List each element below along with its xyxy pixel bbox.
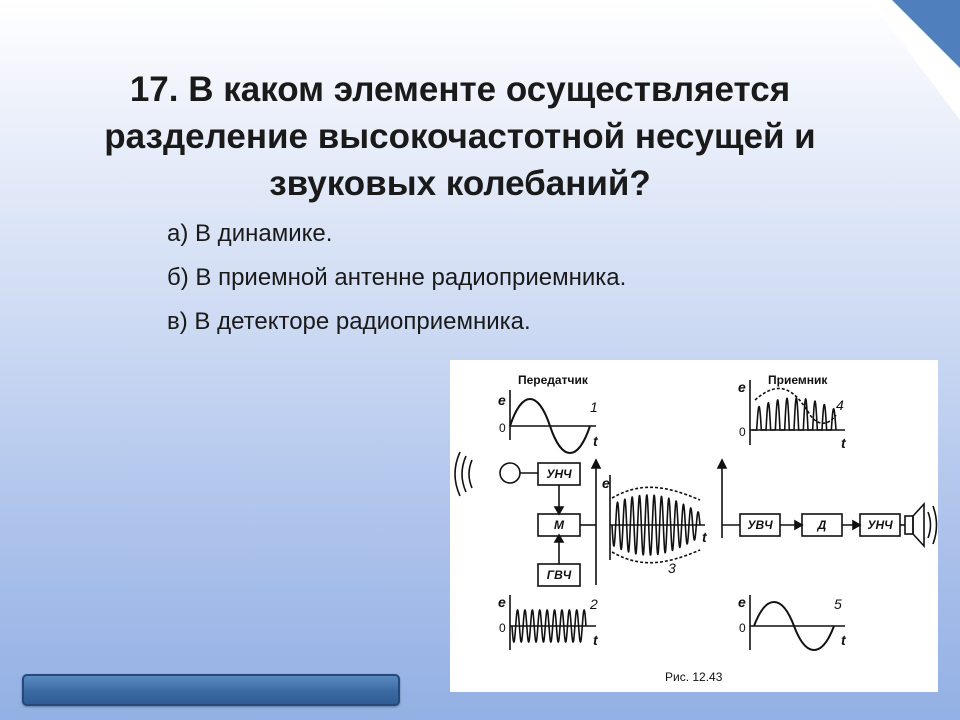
svg-text:0: 0 — [499, 421, 506, 435]
graph-4: e 0 t 4 — [738, 379, 847, 451]
graph-3: e t 3 — [602, 475, 708, 576]
svg-text:t: t — [841, 435, 847, 451]
svg-text:УНЧ: УНЧ — [867, 518, 893, 532]
graph-5: e 0 t 5 — [738, 594, 847, 651]
svg-text:0: 0 — [499, 621, 506, 635]
svg-text:e: e — [498, 594, 506, 610]
svg-text:0: 0 — [739, 425, 746, 439]
svg-text:1: 1 — [590, 399, 598, 415]
svg-text:УВЧ: УВЧ — [747, 518, 773, 532]
answer-c[interactable]: в) В детекторе радиоприемника. — [167, 308, 531, 335]
microphone-icon — [499, 462, 521, 484]
svg-text:Д: Д — [817, 518, 827, 532]
svg-text:t: t — [702, 529, 708, 545]
graph-2: e 0 t 2 — [498, 594, 599, 650]
speaker-sound-waves — [927, 505, 938, 545]
svg-text:4: 4 — [836, 397, 844, 413]
svg-text:e: e — [738, 379, 746, 395]
svg-text:t: t — [593, 632, 599, 648]
svg-text:e: e — [602, 475, 610, 491]
svg-text:5: 5 — [834, 596, 842, 612]
svg-text:УНЧ: УНЧ — [546, 467, 572, 481]
corner-triangle — [892, 0, 960, 68]
figure-caption: Рис. 12.43 — [665, 670, 723, 684]
svg-text:0: 0 — [739, 621, 746, 635]
svg-text:e: e — [498, 392, 506, 408]
transmitter-label: Передатчик — [518, 373, 589, 387]
svg-text:t: t — [593, 433, 599, 449]
svg-text:М: М — [554, 518, 565, 532]
corner-decoration — [870, 0, 960, 120]
block-gvch — [537, 563, 581, 587]
svg-text:e: e — [738, 594, 746, 610]
svg-text:2: 2 — [589, 596, 598, 612]
answer-list: а) В динамике. б) В приемной антенне рад… — [167, 212, 626, 344]
speaker-icon — [904, 501, 925, 549]
answer-b[interactable]: б) В приемной антенне радиоприемника. — [167, 264, 627, 291]
answer-a[interactable]: а) В динамике. — [167, 220, 333, 247]
graph-1: e 0 t 1 — [498, 390, 599, 454]
receiver-label: Приемник — [768, 373, 828, 387]
microphone-sound-waves — [454, 451, 473, 497]
navigation-bar[interactable] — [22, 674, 400, 706]
radio-diagram: Передатчик Приемник e 0 t 1 e 0 t 4 — [450, 360, 938, 692]
question-title: 17. В каком элементе осуществляется разд… — [104, 70, 816, 203]
svg-text:3: 3 — [668, 560, 676, 576]
svg-text:t: t — [841, 632, 847, 648]
svg-text:ГВЧ: ГВЧ — [547, 568, 572, 582]
